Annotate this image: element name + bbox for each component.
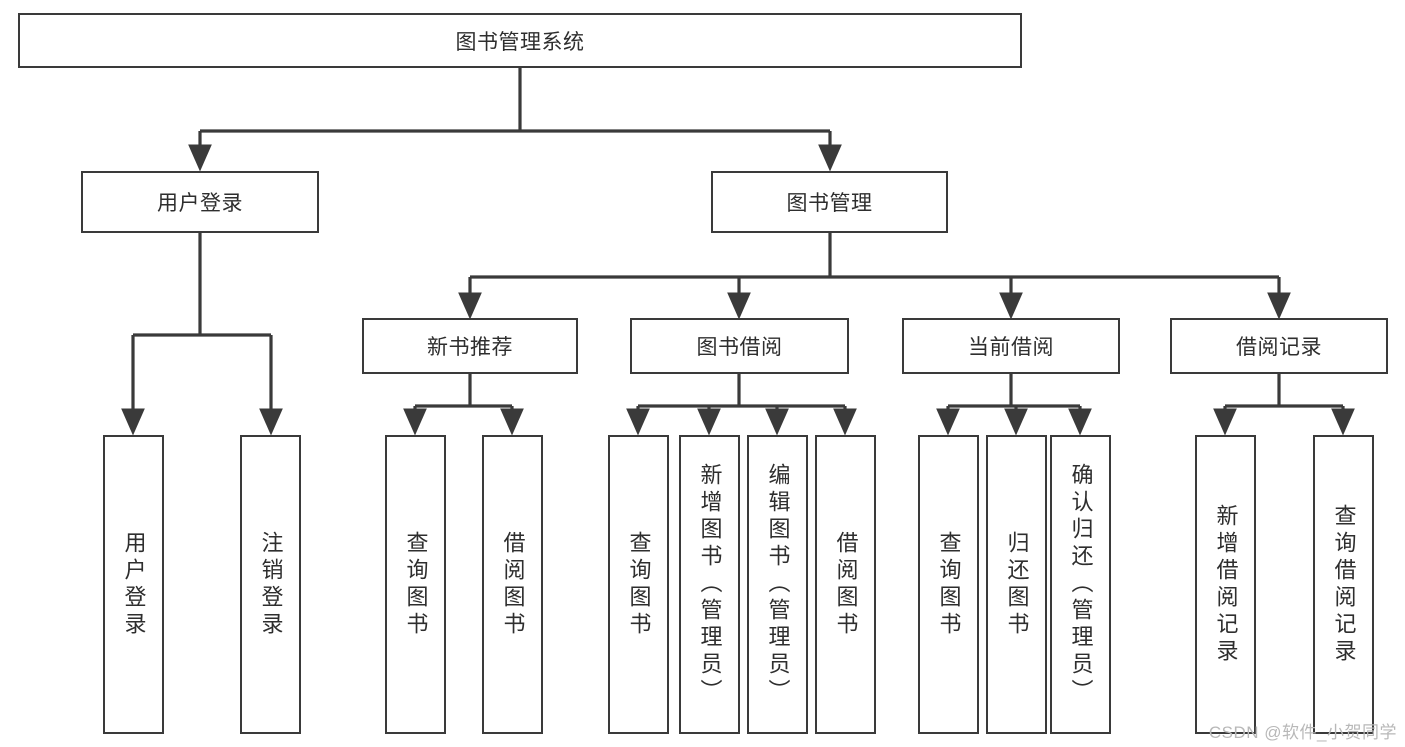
- node-leaf-query-record[interactable]: 查询借阅记录: [1313, 435, 1374, 734]
- node-user-login[interactable]: 用户登录: [81, 171, 319, 233]
- node-current-borrow[interactable]: 当前借阅: [902, 318, 1120, 374]
- node-new-book-rec[interactable]: 新书推荐: [362, 318, 578, 374]
- node-leaf-query-book-2[interactable]: 查询图书: [608, 435, 669, 734]
- node-leaf-user-login-label: 用户登录: [121, 530, 147, 639]
- node-leaf-borrow-book-1-label: 借阅图书: [500, 530, 526, 639]
- node-leaf-edit-book-label: 编辑图书（管理员）: [765, 463, 791, 706]
- node-book-borrow-label: 图书借阅: [696, 336, 783, 359]
- node-leaf-confirm-return-label: 确认归还（管理员）: [1068, 463, 1094, 706]
- node-leaf-query-book-1-label: 查询图书: [403, 530, 429, 639]
- node-leaf-add-record-label: 新增借阅记录: [1213, 503, 1239, 666]
- node-book-borrow[interactable]: 图书借阅: [630, 318, 849, 374]
- node-leaf-query-record-label: 查询借阅记录: [1331, 503, 1357, 666]
- node-leaf-query-book-3-label: 查询图书: [936, 530, 962, 639]
- node-root[interactable]: 图书管理系统: [18, 13, 1022, 68]
- node-book-manage[interactable]: 图书管理: [711, 171, 948, 233]
- node-leaf-logout-login-label: 注销登录: [258, 530, 284, 639]
- node-current-borrow-label: 当前借阅: [968, 336, 1054, 359]
- node-leaf-query-book-1[interactable]: 查询图书: [385, 435, 446, 734]
- node-book-manage-label: 图书管理: [786, 192, 873, 215]
- node-leaf-return-book-label: 归还图书: [1004, 530, 1030, 639]
- node-leaf-add-record[interactable]: 新增借阅记录: [1195, 435, 1256, 734]
- watermark-text: CSDN @软件_小贺同学: [1208, 723, 1397, 742]
- node-leaf-borrow-book-2[interactable]: 借阅图书: [815, 435, 876, 734]
- node-borrow-record-label: 借阅记录: [1236, 336, 1322, 359]
- node-leaf-borrow-book-2-label: 借阅图书: [833, 530, 859, 639]
- node-borrow-record[interactable]: 借阅记录: [1170, 318, 1388, 374]
- node-leaf-borrow-book-1[interactable]: 借阅图书: [482, 435, 543, 734]
- node-leaf-query-book-3[interactable]: 查询图书: [918, 435, 979, 734]
- node-new-book-rec-label: 新书推荐: [427, 336, 513, 359]
- node-leaf-confirm-return[interactable]: 确认归还（管理员）: [1050, 435, 1111, 734]
- node-leaf-query-book-2-label: 查询图书: [626, 530, 652, 639]
- node-leaf-return-book[interactable]: 归还图书: [986, 435, 1047, 734]
- node-leaf-add-book[interactable]: 新增图书（管理员）: [679, 435, 740, 734]
- node-root-label: 图书管理系统: [455, 30, 585, 54]
- node-leaf-user-login[interactable]: 用户登录: [103, 435, 164, 734]
- node-user-login-label: 用户登录: [157, 192, 243, 215]
- node-leaf-logout-login[interactable]: 注销登录: [240, 435, 301, 734]
- node-leaf-add-book-label: 新增图书（管理员）: [697, 463, 723, 706]
- node-leaf-edit-book[interactable]: 编辑图书（管理员）: [747, 435, 808, 734]
